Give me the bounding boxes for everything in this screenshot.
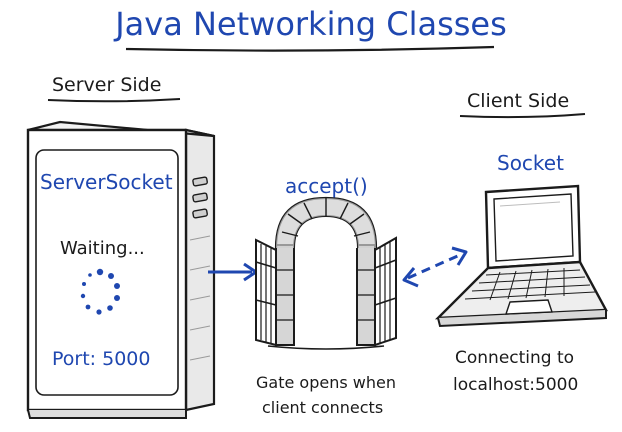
client-caption-line2: localhost:5000: [453, 375, 579, 395]
gate-client-dashed-arrow: [402, 246, 468, 288]
client-side-label: Client Side: [467, 90, 570, 112]
server-side-label: Server Side: [52, 74, 162, 96]
loading-spinner-icon: [80, 268, 120, 315]
gate-caption-line2: client connects: [262, 398, 384, 417]
serversocket-label: ServerSocket: [40, 170, 173, 194]
waiting-status: Waiting...: [60, 238, 145, 259]
client-caption-line1: Connecting to: [455, 348, 575, 368]
server-side-underline: [47, 98, 181, 103]
stone-gate-icon: [255, 196, 397, 350]
laptop-icon: [434, 184, 608, 328]
accept-method-label: accept(): [285, 174, 368, 198]
socket-label: Socket: [497, 151, 564, 175]
gate-caption-line1: Gate opens when: [256, 373, 396, 392]
client-side-underline: [459, 113, 586, 119]
server-tower-icon: [26, 120, 216, 419]
server-to-gate-arrow: [208, 262, 258, 282]
diagram-title: Java Networking Classes: [115, 5, 507, 43]
port-label: Port: 5000: [52, 348, 151, 370]
